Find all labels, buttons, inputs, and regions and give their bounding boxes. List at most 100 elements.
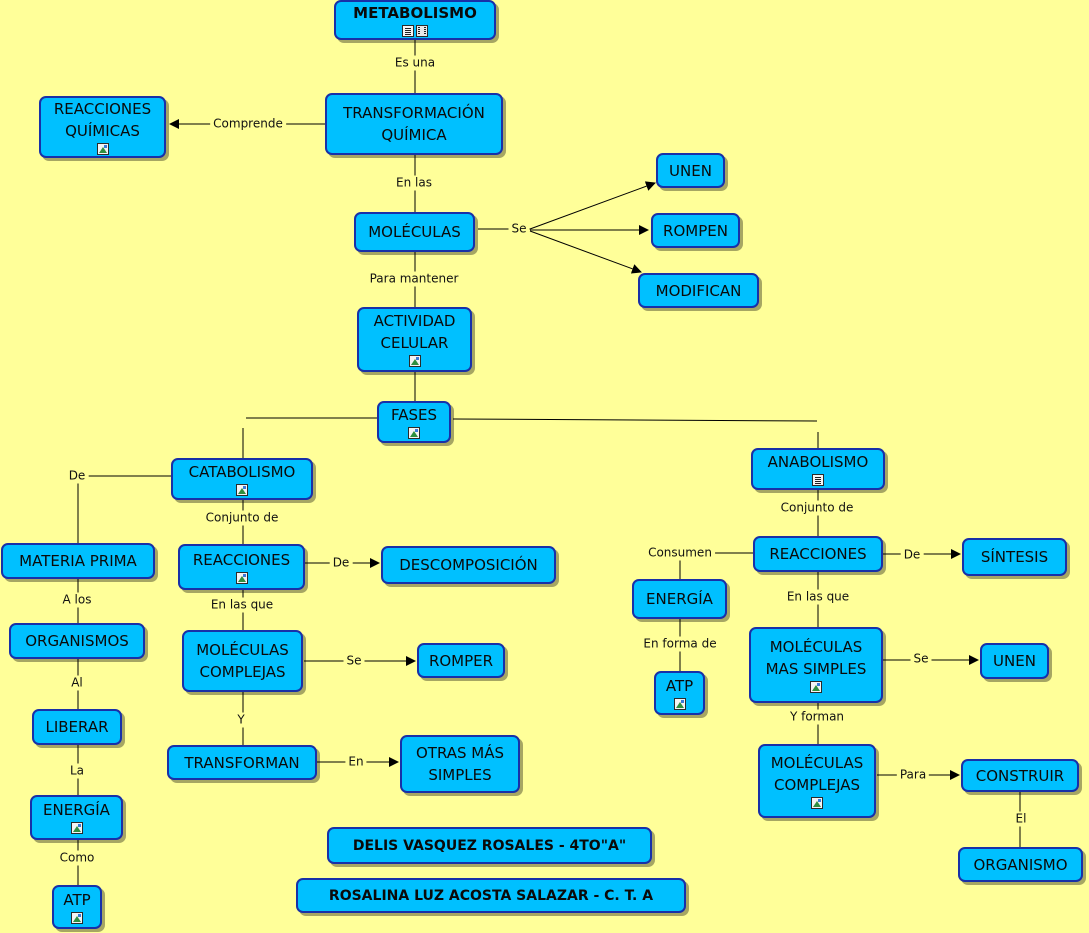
node-label: ANABOLISMO <box>767 452 869 471</box>
node-label: ENERGÍA <box>43 801 110 819</box>
image-icon[interactable] <box>408 426 420 439</box>
link-label-y: Y <box>234 712 248 728</box>
image-icon[interactable] <box>70 822 83 834</box>
node-fases[interactable]: FASES <box>377 401 451 443</box>
node-label: ORGANISMO <box>973 855 1068 874</box>
node-atp-left[interactable]: ATP <box>52 885 102 929</box>
node-label: ORGANISMOS <box>25 632 129 650</box>
image-icon[interactable] <box>810 680 822 693</box>
image-icon[interactable] <box>71 911 83 924</box>
node-label: LIBERAR <box>45 718 109 736</box>
node-label: ROSALINA LUZ ACOSTA SALAZAR - C. T. A <box>328 887 654 904</box>
node-reacciones-quimicas[interactable]: REACCIONES QUÍMICAS <box>39 96 166 158</box>
link-label-conjunto-de-ana: Conjunto de <box>777 500 857 516</box>
node-label: SÍNTESIS <box>980 548 1049 566</box>
link-label-al: Al <box>68 675 86 691</box>
node-label: MOLÉCULAS COMPLEJAS <box>770 753 864 794</box>
image-icon[interactable] <box>673 697 686 710</box>
link-label-comprende: Comprende <box>210 116 286 132</box>
node-label: ATP <box>63 890 91 909</box>
node-organismos[interactable]: ORGANISMOS <box>9 623 145 659</box>
node-rompen[interactable]: ROMPEN <box>651 213 740 248</box>
link-label-el: El <box>1012 811 1030 827</box>
link-label-a-los: A los <box>59 592 95 608</box>
node-metabolismo[interactable]: METABOLISMO <box>334 0 496 40</box>
node-transforman[interactable]: TRANSFORMAN <box>167 745 317 780</box>
node-label: DESCOMPOSICIÓN <box>399 556 538 574</box>
link-label-consumen: Consumen <box>645 545 715 561</box>
link-label-conjunto-de: Conjunto de <box>202 510 282 526</box>
node-organismo[interactable]: ORGANISMO <box>958 847 1083 882</box>
link-label-para: Para <box>896 767 930 783</box>
node-romper[interactable]: ROMPER <box>417 643 505 678</box>
node-label: TRANSFORMACIÓN QUÍMICA <box>343 104 485 144</box>
document-icon[interactable] <box>402 25 414 37</box>
node-reacciones-catabolismo[interactable]: REACCIONES <box>178 544 305 590</box>
link-label-de-sintesis: De <box>900 547 924 563</box>
node-anabolismo[interactable]: ANABOLISMO <box>751 448 885 490</box>
node-moleculas-complejas-ana[interactable]: MOLÉCULAS COMPLEJAS <box>758 744 876 818</box>
link-label-se-unen: Se <box>910 651 932 667</box>
node-unen-top[interactable]: UNEN <box>656 153 725 188</box>
node-energia-mid[interactable]: ENERGÍA <box>632 579 727 619</box>
node-label: MOLÉCULAS COMPLEJAS <box>196 641 289 681</box>
node-modifican[interactable]: MODIFICAN <box>638 273 759 308</box>
node-otras-mas-simples[interactable]: OTRAS MÁS SIMPLES <box>400 735 520 793</box>
node-reacciones-anabolismo[interactable]: REACCIONES <box>753 536 883 572</box>
link-label-en-las-que: En las que <box>207 597 277 613</box>
node-materia-prima[interactable]: MATERIA PRIMA <box>1 543 155 579</box>
image-icon[interactable] <box>236 483 248 496</box>
node-label: ROMPEN <box>663 221 728 240</box>
node-label: FASES <box>390 405 438 424</box>
link-label-en: En <box>345 754 367 770</box>
document-icon[interactable] <box>812 473 824 486</box>
node-label: ATP <box>665 676 694 695</box>
node-label: REACCIONES <box>192 550 291 569</box>
node-label: TRANSFORMAN <box>184 753 300 772</box>
node-profesora[interactable]: ROSALINA LUZ ACOSTA SALAZAR - C. T. A <box>296 878 686 913</box>
node-label: REACCIONES <box>769 545 867 563</box>
link-label-es-una: Es una <box>391 55 439 71</box>
image-icon[interactable] <box>811 796 823 809</box>
link-label-de: De <box>65 468 89 484</box>
node-label: MATERIA PRIMA <box>19 552 137 570</box>
film-icon[interactable] <box>416 25 428 37</box>
link-label-y-forman: Y forman <box>786 709 848 725</box>
link-label-se: Se <box>508 221 530 237</box>
node-label: UNEN <box>669 161 712 180</box>
node-label: REACCIONES QUÍMICAS <box>53 100 152 140</box>
node-catabolismo[interactable]: CATABOLISMO <box>171 458 313 500</box>
node-transformacion-quimica[interactable]: TRANSFORMACIÓN QUÍMICA <box>325 93 503 155</box>
node-autor[interactable]: DELIS VASQUEZ ROSALES - 4TO"A" <box>327 827 652 864</box>
link-label-para-mantener: Para mantener <box>366 271 462 287</box>
node-label: ACTIVIDAD CELULAR <box>373 312 456 352</box>
node-moleculas-mas-simples[interactable]: MOLÉCULAS MAS SIMPLES <box>749 627 883 703</box>
node-unen-bottom[interactable]: UNEN <box>980 643 1049 679</box>
node-label: MOLÉCULAS <box>368 223 461 241</box>
node-label: UNEN <box>993 652 1036 670</box>
node-label: OTRAS MÁS SIMPLES <box>415 744 505 784</box>
node-actividad-celular[interactable]: ACTIVIDAD CELULAR <box>357 307 472 372</box>
node-label: METABOLISMO <box>353 4 477 22</box>
link-label-se-romper: Se <box>343 653 365 669</box>
link-label-en-forma-de: En forma de <box>640 636 720 652</box>
node-energia-left[interactable]: ENERGÍA <box>30 795 123 840</box>
image-icon[interactable] <box>96 143 109 155</box>
link-label-la: La <box>66 763 88 779</box>
node-label: ENERGÍA <box>646 590 713 608</box>
image-icon[interactable] <box>235 571 248 584</box>
link-label-en-las: En las <box>393 175 435 191</box>
node-construir[interactable]: CONSTRUIR <box>961 759 1079 792</box>
node-sintesis[interactable]: SÍNTESIS <box>962 538 1067 576</box>
node-label: CONSTRUIR <box>975 766 1065 785</box>
image-icon[interactable] <box>408 355 421 367</box>
node-moleculas[interactable]: MOLÉCULAS <box>354 212 475 252</box>
node-atp-mid[interactable]: ATP <box>654 671 705 715</box>
node-label: MODIFICAN <box>655 281 742 300</box>
link-label-de-descomposicion: De <box>329 555 353 571</box>
node-descomposicion[interactable]: DESCOMPOSICIÓN <box>381 546 556 584</box>
link-label-en-las-que-ana: En las que <box>783 589 853 605</box>
node-moleculas-complejas-cat[interactable]: MOLÉCULAS COMPLEJAS <box>182 630 303 692</box>
node-liberar[interactable]: LIBERAR <box>32 709 122 745</box>
node-label: DELIS VASQUEZ ROSALES - 4TO"A" <box>352 837 627 854</box>
